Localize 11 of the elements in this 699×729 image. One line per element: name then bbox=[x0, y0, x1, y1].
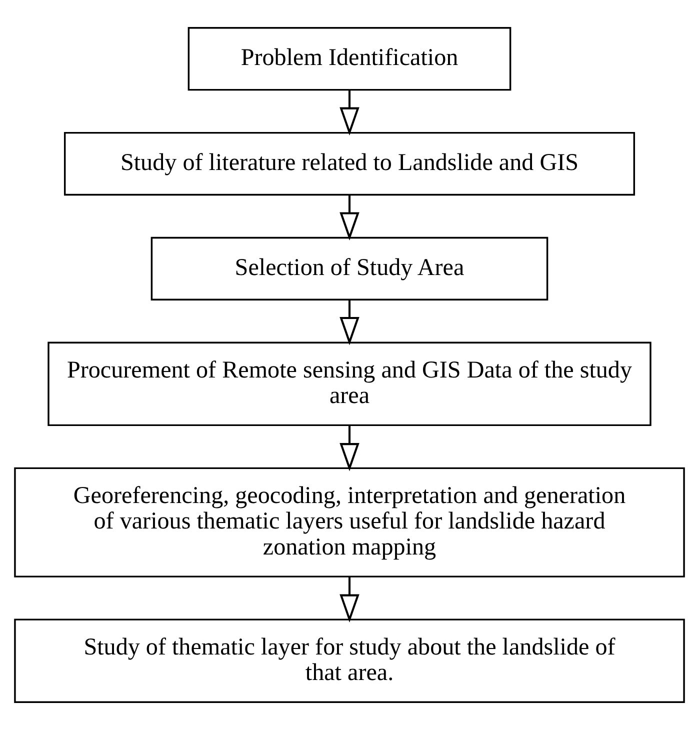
arrow bbox=[340, 424, 360, 471]
node-box: Problem Identification bbox=[188, 26, 512, 90]
node-box: Georeferencing, geocoding, interpretation and generation of various thematic layers useful for landslide hazard zonation mapping bbox=[14, 466, 685, 577]
arrow bbox=[340, 194, 360, 240]
node-box: Study of literature related to Landslide and GIS bbox=[64, 131, 636, 196]
arrow bbox=[340, 299, 360, 345]
arrow bbox=[340, 89, 360, 136]
node-box: Procurement of Remote sensing and GIS Data of the study area bbox=[48, 341, 652, 426]
arrow bbox=[340, 576, 360, 622]
node-box: Study of thematic layer for study about the landslide of that area. bbox=[14, 618, 685, 702]
node-box: Selection of Study Area bbox=[150, 236, 548, 300]
